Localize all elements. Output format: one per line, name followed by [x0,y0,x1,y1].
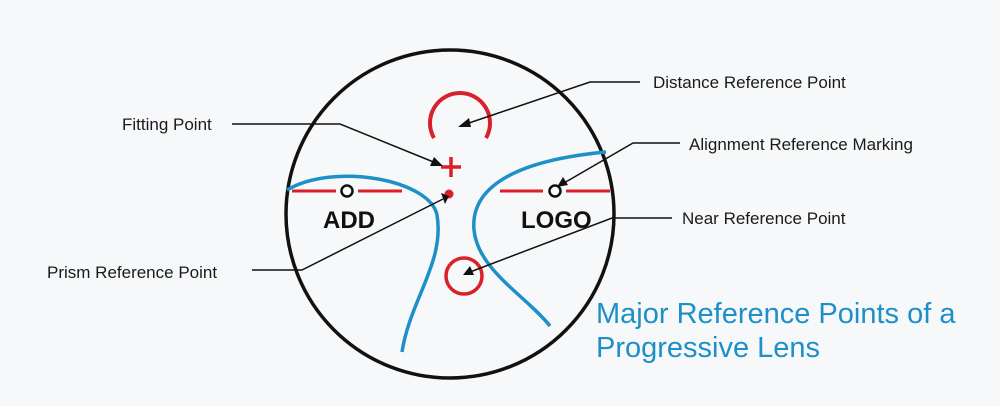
add-marking-text: ADD [323,207,375,234]
lens-outline [284,48,616,380]
near-leader [469,217,672,273]
prism-reference-label: Prism Reference Point [47,263,218,282]
logo-marking-text: LOGO [521,207,592,234]
right-alignment-circle [548,184,562,198]
distance-leader [465,81,640,125]
distance-arrowhead [458,118,471,127]
fitting-point-label: Fitting Point [122,115,212,134]
left-alignment-circle [340,184,354,198]
diagram-title-line-1: Major Reference Points of a [596,298,956,330]
left-blue-curve [286,174,440,353]
prism-arrowhead [441,193,449,204]
alignment-leader [563,142,680,184]
leader-lines [232,81,680,273]
alignment-arrowhead [557,177,568,187]
distance-reference-label: Distance Reference Point [653,73,846,92]
alignment-reference-label: Alignment Reference Marking [689,135,913,154]
prism-leader [252,198,444,271]
leader-arrowheads [430,118,568,275]
near-reference-label: Near Reference Point [682,209,846,228]
right-blue-curve [472,150,607,328]
fitting-leader [232,123,437,164]
near-reference-circle [444,256,484,296]
fitting-arrowhead [430,157,443,166]
near-arrowhead [463,266,474,275]
diagram-title-line-2: Progressive Lens [596,332,821,364]
distance-reference-arc [428,91,492,139]
